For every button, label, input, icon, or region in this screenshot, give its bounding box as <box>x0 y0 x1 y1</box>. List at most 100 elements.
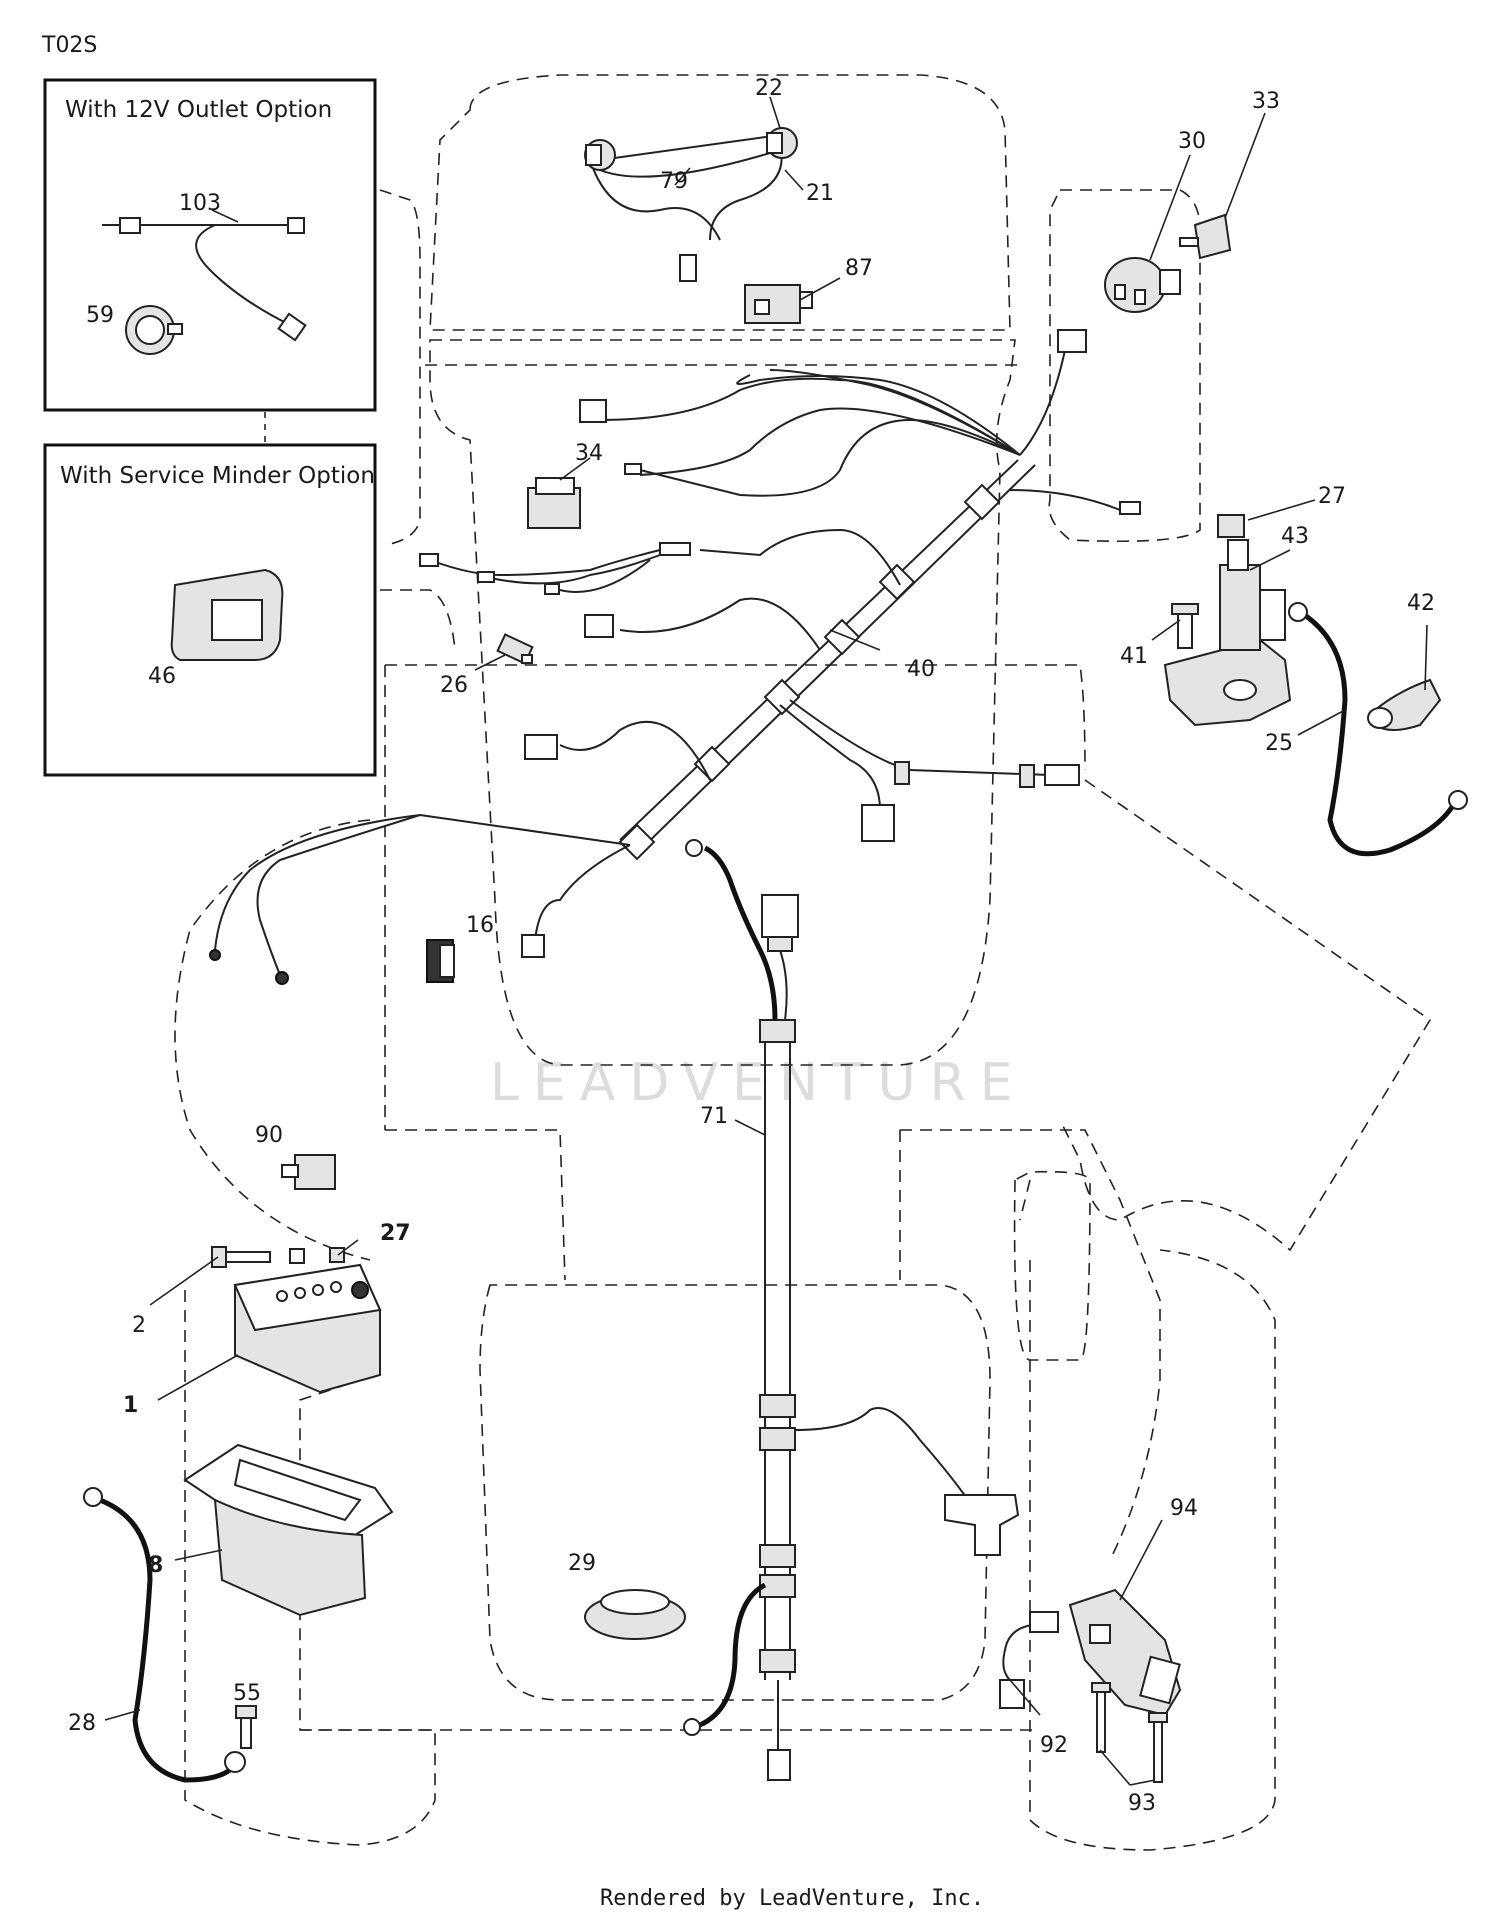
branch-to-plug-lower <box>779 704 881 811</box>
service-minder-46-screen <box>211 599 263 641</box>
harness-92-plug-top <box>1029 1611 1059 1633</box>
harness-71-plug-wire <box>779 949 788 1021</box>
inset-12v-title: With 12V Outlet Option <box>65 97 332 123</box>
branch-to-connector-34 <box>599 377 1021 456</box>
frame-top-line <box>385 664 1086 771</box>
callout-43: 43 <box>1281 524 1309 549</box>
watermark-text: LEADVENTURE <box>490 1053 1027 1113</box>
harness-103-branch <box>195 224 291 326</box>
callout-26: 26 <box>440 673 468 698</box>
plug-bottom <box>521 934 545 958</box>
inset-service-minder-title: With Service Minder Option <box>60 463 375 489</box>
inline-fuse-holder <box>659 542 691 556</box>
cable-25 <box>1288 602 1468 857</box>
solenoid-terminal <box>1259 589 1286 641</box>
grommet-29-inner <box>600 1589 670 1615</box>
callout-90: 90 <box>255 1123 283 1148</box>
branch-to-terminal-b <box>489 554 661 585</box>
solenoid-bracket <box>1163 638 1292 727</box>
harness-71-ground-ring <box>685 839 703 857</box>
hood-outline <box>429 74 1011 331</box>
headlight-wire-mid <box>599 149 781 178</box>
harness-71-plug-top <box>761 894 799 938</box>
frame-mid-right <box>900 1129 1161 1561</box>
harness-71-branch-right <box>794 1407 976 1511</box>
callout-labels: 103 59 46 22 79 21 87 30 33 34 40 27 43 … <box>68 76 1435 1816</box>
headlight-wire-top <box>599 134 781 161</box>
bolt-55 <box>235 1705 257 1749</box>
lower-left-outline <box>184 1290 436 1846</box>
inset-service-minder: With Service Minder Option <box>43 443 377 777</box>
tray-8-inner <box>233 1458 362 1522</box>
bolt-41-head <box>1171 603 1199 615</box>
headlight-wire-right <box>709 144 783 241</box>
callout-55: 55 <box>233 1681 261 1706</box>
ignition-area-outline <box>1048 189 1201 543</box>
harness-clip-2 <box>878 563 916 601</box>
callout-22: 22 <box>755 76 783 101</box>
frame-mid-left <box>385 1129 566 1281</box>
bolt-2-shank <box>219 1251 271 1263</box>
harness-71-lower-ground <box>698 1582 767 1728</box>
frame-right-stub <box>1019 1179 1031 1221</box>
harness-clip-6 <box>618 823 656 861</box>
terminal-b <box>477 571 495 583</box>
relay-87 <box>744 284 813 324</box>
fuse-26 <box>496 633 534 665</box>
plug-mid <box>584 614 614 638</box>
ignition-switch-shaft <box>1159 269 1181 295</box>
branch-upper <box>769 369 1021 456</box>
key-blade <box>1179 237 1199 247</box>
terminal-c <box>544 583 560 595</box>
harness-clip-1 <box>963 483 1001 521</box>
callout-93: 93 <box>1128 1791 1156 1816</box>
right-clip-1 <box>894 761 910 785</box>
plug-top-right <box>1057 329 1087 353</box>
boot-42 <box>1367 678 1442 731</box>
harness-71-clip-top <box>759 1019 796 1043</box>
callout-27-upper: 27 <box>1318 484 1346 509</box>
harness-103-plug-left <box>119 217 141 234</box>
harness-40-bundle-b <box>634 464 1036 856</box>
footer-credit: Rendered by LeadVenture, Inc. <box>600 1886 984 1911</box>
cable-28-ring-top <box>83 1487 103 1507</box>
diagram-code: T02S <box>41 33 97 58</box>
module-94-plug <box>1089 1624 1111 1644</box>
headlight-plug <box>679 254 697 282</box>
callout-41: 41 <box>1120 644 1148 669</box>
left-wire-b <box>256 814 421 976</box>
terminal-a <box>624 463 642 475</box>
callout-42: 42 <box>1407 591 1435 616</box>
harness-71-relay-plug <box>944 1494 1020 1556</box>
ignition-terminal-b <box>1134 289 1146 305</box>
cable-28 <box>83 1487 246 1783</box>
branch-to-plug-top <box>1019 349 1066 456</box>
lower-right-outline <box>1029 1249 1276 1851</box>
cable-25-ring-bottom <box>1448 790 1468 810</box>
branch-to-right-bundle <box>789 699 1051 776</box>
harness-71-plug-stem <box>767 936 793 952</box>
branch-to-left-wires <box>419 814 631 846</box>
callout-79: 79 <box>660 169 688 194</box>
switch-90 <box>281 1154 336 1190</box>
fuse-26-pin <box>521 654 533 664</box>
branch-to-ring-left <box>429 549 661 577</box>
switch-34 <box>527 477 581 529</box>
battery-cap-4 <box>330 1281 342 1293</box>
nut-27-lower-body <box>329 1247 345 1263</box>
cable-28-wire <box>99 1497 234 1783</box>
plug-left <box>524 734 558 760</box>
module-94-cap <box>1139 1655 1181 1705</box>
bolt-41 <box>1171 603 1199 649</box>
switch-16 <box>426 939 455 983</box>
switch-90-plunger <box>281 1164 299 1178</box>
left-bracket-outline-a <box>379 189 421 546</box>
left-bracket-outline-b <box>380 589 456 651</box>
nut-27-body <box>1217 514 1245 538</box>
battery-cap-2 <box>294 1287 306 1299</box>
bolt-2 <box>211 1246 305 1268</box>
callout-87: 87 <box>845 256 873 281</box>
branch-to-left-bundle <box>699 528 901 586</box>
bolt-2-head <box>211 1246 227 1268</box>
